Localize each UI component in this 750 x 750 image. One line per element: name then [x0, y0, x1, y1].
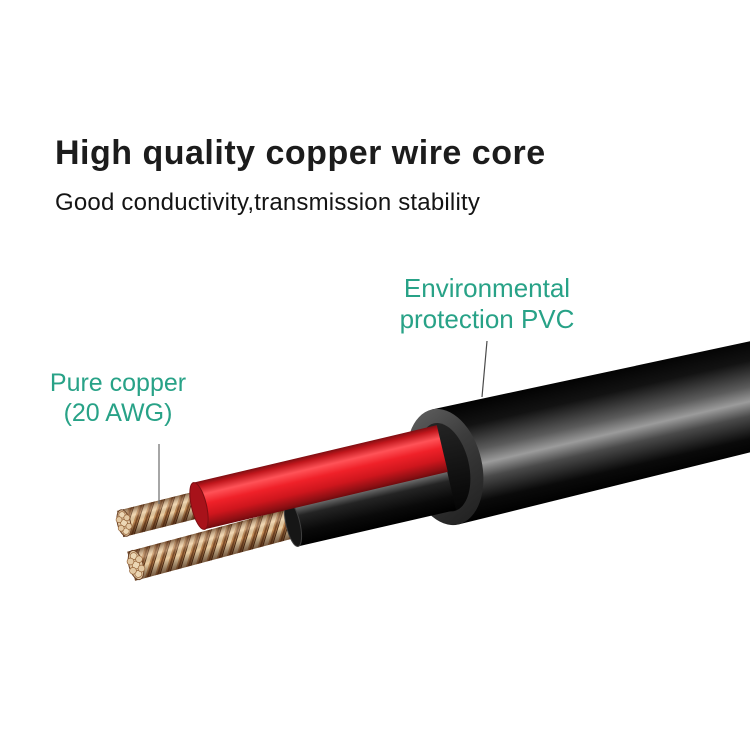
callout-line-pvc [481, 340, 488, 398]
red-wire [189, 425, 448, 530]
page-title: High quality copper wire core [55, 134, 546, 172]
copper-strand-bottom [126, 507, 302, 581]
red-wire-cut-face [189, 482, 209, 530]
label-environmental-pvc-line1: Environmental [403, 273, 571, 303]
copper-strand-top-tip [115, 509, 133, 537]
page-subtitle: Good conductivity,transmission stability [55, 189, 481, 216]
label-pure-copper: Pure copper (20 AWG) [38, 368, 198, 428]
copper-strand-top [115, 490, 207, 538]
label-pure-copper-line1: Pure copper [49, 369, 187, 397]
label-environmental-pvc-line2: protection PVC [399, 304, 575, 334]
label-environmental-pvc: Environmental protection PVC [377, 273, 597, 335]
label-pure-copper-line2: (20 AWG) [63, 399, 173, 427]
copper-strand-bottom-tip [126, 549, 146, 581]
